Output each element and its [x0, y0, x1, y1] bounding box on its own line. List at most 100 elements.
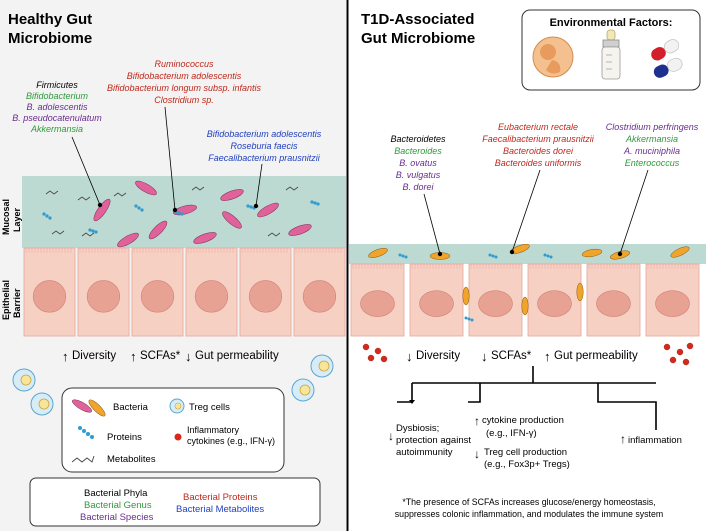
pointer-dot [509, 249, 515, 255]
color-key-proteins: Bacterial Proteins [183, 492, 258, 503]
cytokine-icon [367, 354, 375, 362]
cytokine-icon [380, 355, 388, 363]
bacteria-icon [581, 248, 603, 258]
arrow-down-icon: ↓ [481, 349, 488, 364]
legend-cytokine-icon [174, 433, 182, 441]
bacteria-icon [135, 180, 157, 196]
right-genus-bacteroides: Bacteroides [394, 146, 442, 156]
right-genus-akkermansia: Akkermansia [625, 134, 678, 144]
treg-cell-icon [30, 392, 54, 416]
legend-proteins-label: Proteins [107, 432, 142, 443]
left-indicator-diversity: Diversity [72, 350, 116, 362]
cell-nucleus [360, 290, 395, 317]
epithelial-cell [350, 263, 405, 337]
cell-nucleus [302, 280, 337, 313]
footnote-line2: suppresses colonic inflammation, and mod… [395, 509, 663, 519]
right-species-vulgatus: B. vulgatus [396, 170, 441, 180]
left-title-line1: Healthy Gut [8, 11, 92, 28]
right-indicator-diversity: Diversity [416, 350, 460, 362]
baby-bottle-icon [601, 29, 621, 80]
cytokine-icon [663, 343, 671, 351]
bacteria-icon [220, 189, 244, 201]
protein-chain-icon [543, 253, 553, 259]
treg-cell-group [12, 354, 334, 416]
cell-nucleus [248, 280, 283, 313]
protein-chain-icon [488, 253, 498, 259]
cytokine-icon [676, 348, 684, 356]
bacteria-icon [193, 232, 217, 244]
arrow-down-icon: ↓ [388, 429, 394, 443]
left-epithelial-label-2: Barrier [12, 288, 22, 318]
legend-treg-label: Treg cells [189, 402, 230, 413]
protein-chain-icon [42, 212, 52, 220]
arrow-down-icon: ↓ [406, 349, 413, 364]
metabolite-icon [81, 232, 95, 237]
right-epithelial-barrier [350, 263, 700, 337]
cell-nucleus [537, 290, 572, 317]
legend-metabolite-icon [71, 455, 95, 463]
cytokine-icon [374, 347, 382, 355]
outcome1-line2: protection against [396, 435, 471, 446]
right-indicator-scfas: SCFAs* [491, 350, 532, 362]
outcome2b-line1: Treg cell production [484, 447, 567, 458]
left-genus-akkermansia: Akkermansia [30, 124, 83, 134]
cell-nucleus [32, 280, 67, 313]
cell-nucleus [194, 280, 229, 313]
outcome2-line2: (e.g., IFN-γ) [486, 428, 537, 439]
pointer-line [423, 193, 441, 255]
right-title-line1: T1D-Associated [361, 11, 474, 28]
metabolite-icon [77, 196, 91, 201]
left-protein-2: Bifidobacterium adolescentis [127, 71, 242, 81]
cytokine-icon [362, 343, 370, 351]
left-species-pseudocatenulatum: B. pseudocatenulatum [12, 113, 102, 123]
left-metabolite-3: Faecalibacterium prausnitzii [208, 153, 321, 163]
left-protein-3: Bifidobacterium longum subsp. infantis [107, 83, 262, 93]
color-key-species: Bacterial Species [80, 512, 154, 523]
legend-metabolites-label: Metabolites [107, 454, 156, 465]
right-protein-4: Bacteroides uniformis [495, 158, 582, 168]
bacteria-icon [576, 282, 584, 302]
bacteria-icon [368, 248, 388, 258]
left-metabolite-2: Roseburia faecis [230, 141, 298, 151]
pointer-dot [253, 203, 259, 209]
legend-treg-icon [169, 398, 185, 414]
right-protein-3: Bacteroides dorei [503, 146, 574, 156]
protein-chain-icon [464, 316, 474, 322]
arrow-up-icon: ↑ [474, 414, 480, 428]
protein-chain-icon [310, 200, 320, 206]
footnote-line1: *The presence of SCFAs increases glucose… [402, 497, 655, 507]
right-phylum-bacteroidetes: Bacteroidetes [390, 134, 446, 144]
legend-cytokines-label-2: cytokines (e.g., IFN-γ) [187, 436, 275, 446]
pointer-line [255, 163, 263, 207]
legend-proteins-icon [78, 426, 94, 439]
arrow-up-icon: ↑ [544, 349, 551, 364]
cytokine-icon [682, 358, 690, 366]
legend-bacteria-icon [72, 399, 106, 417]
cytokine-icon [669, 356, 677, 364]
left-epithelial-label-1: Epithelial [1, 280, 11, 320]
right-title-line2: Gut Microbiome [361, 30, 475, 47]
left-protein-4: Clostridium sp. [154, 95, 214, 105]
left-indicator-scfas: SCFAs* [140, 350, 181, 362]
left-genus-bifidobacterium: Bifidobacterium [26, 91, 89, 101]
outcome2b-line2: (e.g., Fox3p+ Tregs) [484, 459, 570, 470]
protein-chain-icon [398, 253, 408, 259]
pointer-line [619, 169, 649, 255]
right-genus-enterococcus: Enterococcus [625, 158, 680, 168]
arrow-down-icon: ↓ [474, 447, 480, 461]
treg-cell-icon [12, 368, 36, 392]
bacteria-icon [148, 220, 168, 240]
bacteria-icon [670, 246, 690, 258]
arrow-down-icon [409, 400, 415, 404]
bacteria-icon [288, 224, 312, 236]
protein-chain-icon [88, 228, 98, 234]
metabolite-icon [267, 232, 281, 237]
left-phylum-firmicutes: Firmicutes [36, 80, 78, 90]
bacteria-icon [117, 232, 139, 248]
left-protein-1: Ruminococcus [154, 59, 214, 69]
pointer-line [164, 106, 176, 211]
treg-cell-icon [310, 354, 334, 378]
cell-nucleus [596, 290, 631, 317]
metabolite-icon [51, 230, 65, 235]
arrow-down-icon: ↓ [185, 349, 192, 364]
